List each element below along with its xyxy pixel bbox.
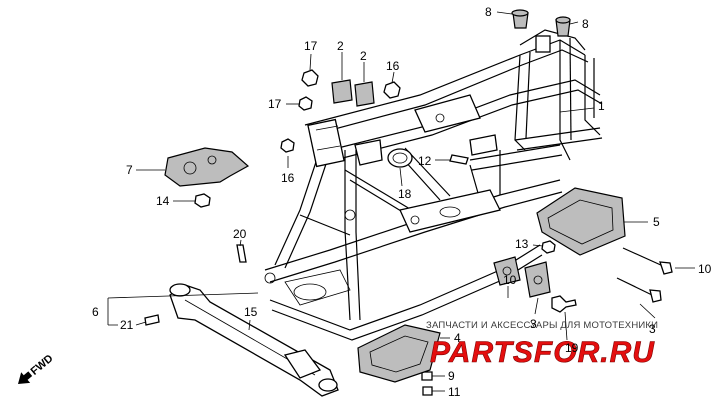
watermark-logo: PARTSFOR.RU [430,336,655,369]
callout-14: 14 [156,194,170,208]
callout-10: 3 [649,322,656,336]
leader-lines [107,11,695,392]
fwd-arrow-icon [18,371,33,384]
callout-2: 2 [337,39,344,53]
fwd-arrow: FWD [18,352,56,384]
watermark-text: ЗАПЧАСТИ И АКСЕССУАРЫ ДЛЯ МОТОТЕХНИКИ [426,320,658,331]
rubber-cap-part [511,9,571,37]
watermark: ЗАПЧАСТИ И АКСЕССУАРЫ ДЛЯ МОТОТЕХНИКИ PA… [426,320,658,369]
callout-7: 7 [126,163,133,177]
callout-6: 6 [92,305,99,319]
main-frame [264,29,603,341]
callout-2: 2 [360,49,367,63]
callout-3: 10 [503,273,517,287]
front-subframe-part [169,283,339,397]
clamp-part [387,148,413,168]
callout-12: 12 [418,154,432,168]
callout-13: 13 [515,237,529,251]
skid-plate-part [536,187,626,256]
callout-8: 8 [582,17,589,31]
callout-16: 16 [386,59,400,73]
callout-5: 5 [653,215,660,229]
callout-1: 1 [598,99,605,113]
callout-17: 17 [304,39,318,53]
bracket-part [493,256,551,298]
lower-skid-plate-part [357,324,441,383]
callout-3: 3 [530,317,537,331]
callout-18: 18 [398,187,412,201]
callout-11: 11 [448,385,461,399]
callout-21: 21 [120,318,134,332]
callout-8: 8 [485,5,492,19]
grommet-part [331,79,375,107]
callout-labels: 8 8 17 2 2 16 17 1 7 12 16 18 14 5 20 13… [92,5,712,399]
callout-17: 17 [268,97,282,111]
guard-plate-part [164,147,250,187]
callout-19: 19 [565,341,579,355]
callout-9: 9 [448,369,455,383]
callout-10: 10 [698,262,712,276]
long-bolt-part [616,247,673,303]
callout-20: 20 [233,227,247,241]
fwd-label: FWD [29,352,56,377]
callout-15: 15 [244,305,258,319]
callout-4: 4 [454,331,461,345]
callout-16: 16 [281,171,295,185]
